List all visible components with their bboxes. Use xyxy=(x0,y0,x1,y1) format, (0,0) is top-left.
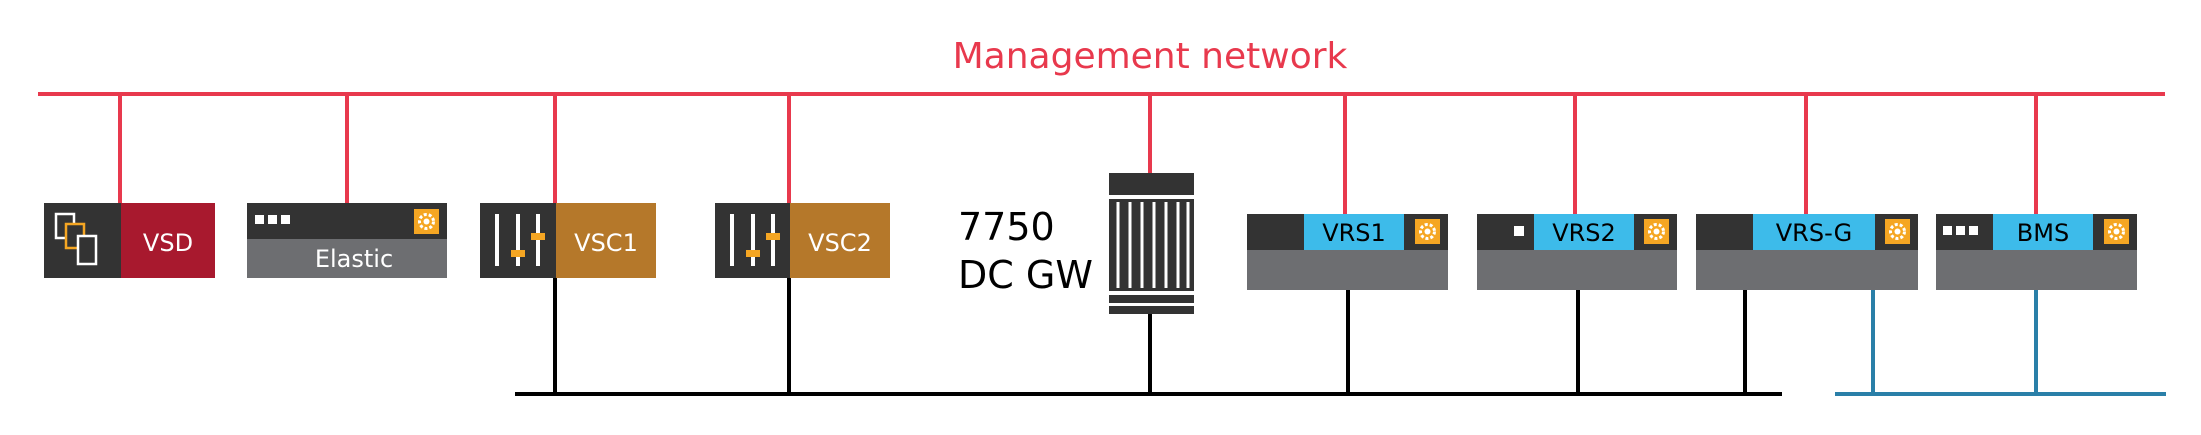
gear-icon xyxy=(1885,219,1910,244)
vsc2-node: VSC2 xyxy=(715,203,890,278)
bms-drops xyxy=(1871,290,2038,394)
management-drops xyxy=(118,94,2038,214)
copy-pages-icon xyxy=(54,212,98,266)
sliders-icon xyxy=(495,214,545,266)
vrs2-node: VRS2 xyxy=(1477,214,1677,290)
vrs1-label: VRS1 xyxy=(1322,219,1386,247)
vsc1-label: VSC1 xyxy=(574,229,638,257)
gear-icon xyxy=(2104,219,2129,244)
gear-icon xyxy=(414,209,439,234)
vsc2-label: VSC2 xyxy=(808,229,872,257)
router-icon xyxy=(1109,173,1194,314)
bms-node: BMS xyxy=(1936,214,2137,290)
elastic-label: Elastic xyxy=(315,245,393,273)
elastic-node: Elastic xyxy=(247,203,447,278)
dc-gw-label-line1: 7750 xyxy=(958,205,1055,249)
management-network-title: Management network xyxy=(953,36,1348,77)
vrs2-label: VRS2 xyxy=(1552,219,1616,247)
vrs1-node: VRS1 xyxy=(1247,214,1448,290)
dc-gw-node: 7750 DC GW xyxy=(958,173,1194,314)
gear-icon xyxy=(1415,219,1440,244)
dots-icon xyxy=(255,215,290,224)
bms-label: BMS xyxy=(2017,219,2069,247)
vrsg-label: VRS-G xyxy=(1776,219,1852,247)
vrsg-node: VRS-G xyxy=(1696,214,1918,290)
vsd-label: VSD xyxy=(143,229,193,257)
dots-icon xyxy=(1943,226,1978,235)
vsd-node: VSD xyxy=(44,203,215,278)
dc-gw-label-line2: DC GW xyxy=(958,253,1093,297)
dots-icon xyxy=(1514,226,1524,236)
data-drops xyxy=(553,278,1747,394)
sliders-icon xyxy=(730,214,780,266)
vsc1-node: VSC1 xyxy=(480,203,656,278)
gear-icon xyxy=(1644,219,1669,244)
